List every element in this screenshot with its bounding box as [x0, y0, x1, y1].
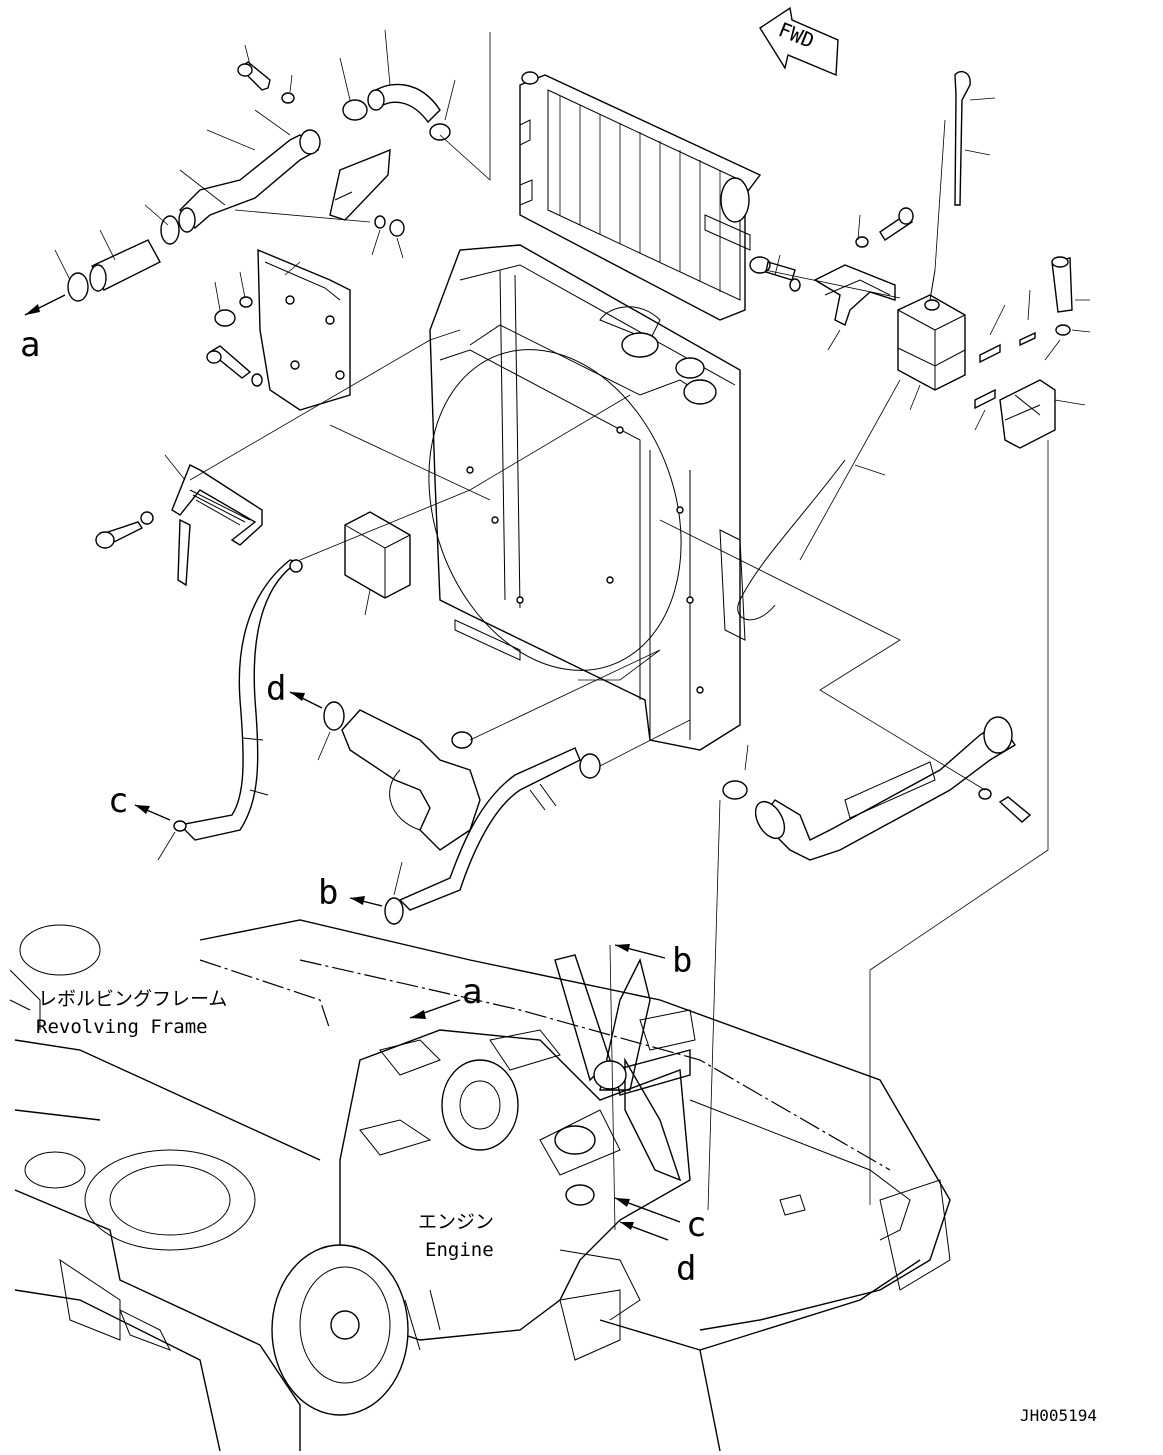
reserve-tank — [737, 70, 1091, 1205]
cover-box — [299, 394, 631, 616]
fwd-label: FWD — [775, 17, 817, 53]
ref-b-top: b — [318, 873, 338, 913]
radiator-frame — [428, 244, 746, 751]
ref-b-engine: b — [672, 941, 692, 981]
ref-b-arrow-top: b — [318, 873, 383, 913]
ref-d-top: d — [266, 669, 286, 709]
ref-d-arrow-engine: d — [619, 1221, 696, 1289]
ref-c-arrow-left: c — [108, 781, 171, 821]
lower-hose-b — [384, 719, 691, 925]
ref-a-arrow-engine: a — [409, 972, 482, 1019]
upper-coolant-pipe-right — [659, 519, 1032, 1211]
intercooler-pipe-assembly — [54, 29, 491, 302]
radiator — [519, 71, 762, 321]
ref-c-arrow-engine: c — [614, 1197, 706, 1245]
ref-a-arrow-top: a — [20, 294, 66, 365]
engine-label-jp: エンジン — [418, 1211, 494, 1233]
lower-radiator-hose — [317, 649, 661, 851]
revolving-frame — [9, 919, 951, 1452]
drawing-number: JH005194 — [1020, 1406, 1097, 1425]
ref-c-left: c — [108, 781, 128, 821]
ref-a-top: a — [20, 325, 40, 365]
ref-d-engine: d — [676, 1249, 696, 1289]
engine-label-en: Engine — [425, 1239, 494, 1261]
revolving-frame-label-jp: レボルビングフレーム — [38, 988, 227, 1010]
drain-hose-left — [157, 559, 303, 861]
ref-b-arrow-engine: b — [614, 941, 692, 981]
shroud-side-plate — [206, 248, 351, 411]
revolving-frame-label-en: Revolving Frame — [36, 1016, 208, 1038]
ref-c-engine: c — [686, 1205, 706, 1245]
engine — [271, 944, 696, 1416]
ref-d-arrow-top: d — [266, 669, 323, 709]
ref-a-engine: a — [462, 972, 482, 1012]
fwd-arrow: FWD — [759, 6, 839, 77]
grille-bracket — [95, 329, 491, 587]
